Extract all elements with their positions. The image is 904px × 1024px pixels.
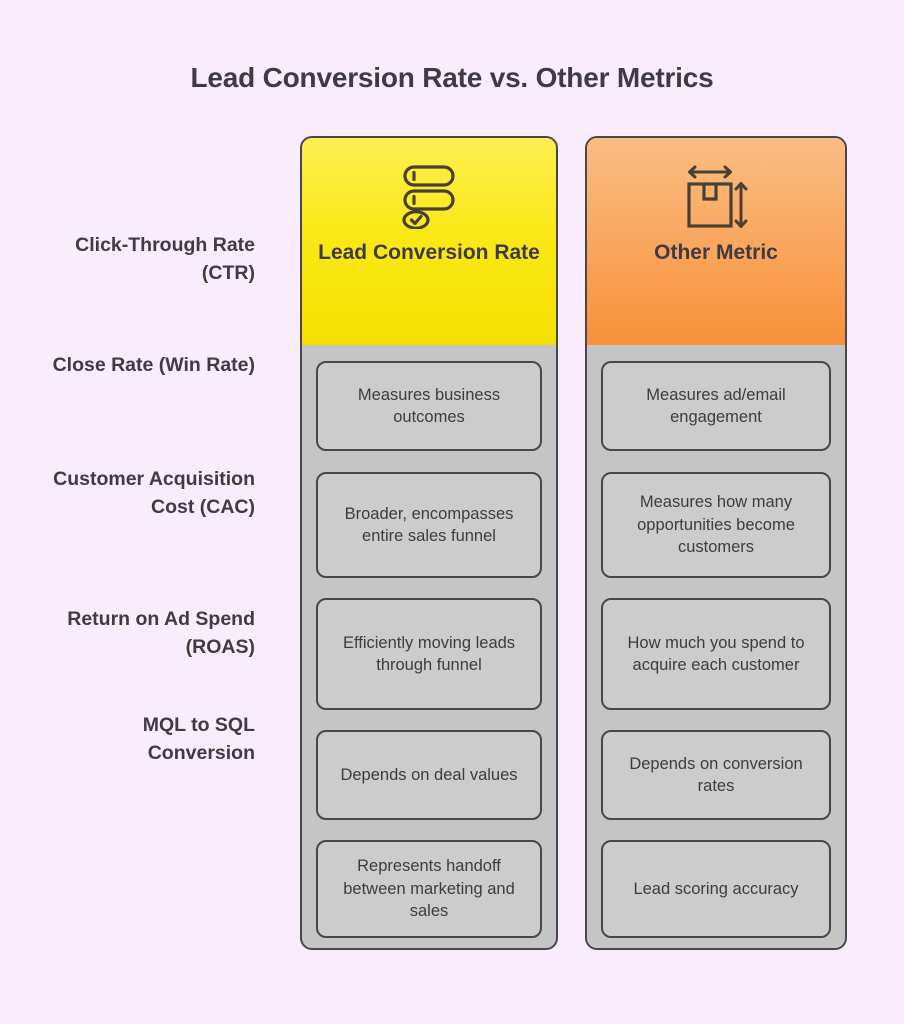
- row-label-ctr: Click-Through Rate (CTR): [75, 234, 255, 284]
- column-body-other: Measures ad/email engagement Measures ho…: [587, 345, 845, 948]
- row-label-roas: Return on Ad Spend (ROAS): [67, 608, 255, 658]
- column-header-lead: Lead Conversion Rate: [302, 138, 556, 345]
- column-header-other: Other Metric: [587, 138, 845, 345]
- cell-other-roas[interactable]: Depends on conversion rates: [601, 730, 831, 820]
- row-label-cac: Customer Acquisition Cost (CAC): [53, 468, 255, 518]
- cell-other-ctr[interactable]: Measures ad/email engagement: [601, 361, 831, 451]
- checklist-icon: [397, 159, 461, 233]
- column-title-lead: Lead Conversion Rate: [318, 241, 540, 264]
- row-label-mql-sql: MQL to SQL Conversion: [142, 714, 255, 764]
- cell-other-close-rate[interactable]: Measures how many opportunities become c…: [601, 472, 831, 578]
- comparison-grid: Click-Through Rate (CTR) Close Rate (Win…: [0, 136, 904, 950]
- cell-lead-close-rate[interactable]: Broader, encompasses entire sales funnel: [316, 472, 542, 578]
- cell-other-cac[interactable]: How much you spend to acquire each custo…: [601, 598, 831, 710]
- column-title-other: Other Metric: [654, 241, 778, 264]
- column-body-lead: Measures business outcomes Broader, enco…: [302, 345, 556, 948]
- cell-other-mql-sql[interactable]: Lead scoring accuracy: [601, 840, 831, 938]
- cell-lead-cac[interactable]: Efficiently moving leads through funnel: [316, 598, 542, 710]
- cell-lead-ctr[interactable]: Measures business outcomes: [316, 361, 542, 451]
- row-label-close-rate: Close Rate (Win Rate): [52, 354, 255, 376]
- measure-box-icon: [681, 159, 751, 233]
- column-other-metric[interactable]: Other Metric Measures ad/email engagemen…: [585, 136, 847, 950]
- row-label-column: Click-Through Rate (CTR) Close Rate (Win…: [40, 136, 255, 950]
- column-lead-conversion-rate[interactable]: Lead Conversion Rate Measures business o…: [300, 136, 558, 950]
- page-title: Lead Conversion Rate vs. Other Metrics: [190, 62, 714, 93]
- cell-lead-roas[interactable]: Depends on deal values: [316, 730, 542, 820]
- cell-lead-mql-sql[interactable]: Represents handoff between marketing and…: [316, 840, 542, 938]
